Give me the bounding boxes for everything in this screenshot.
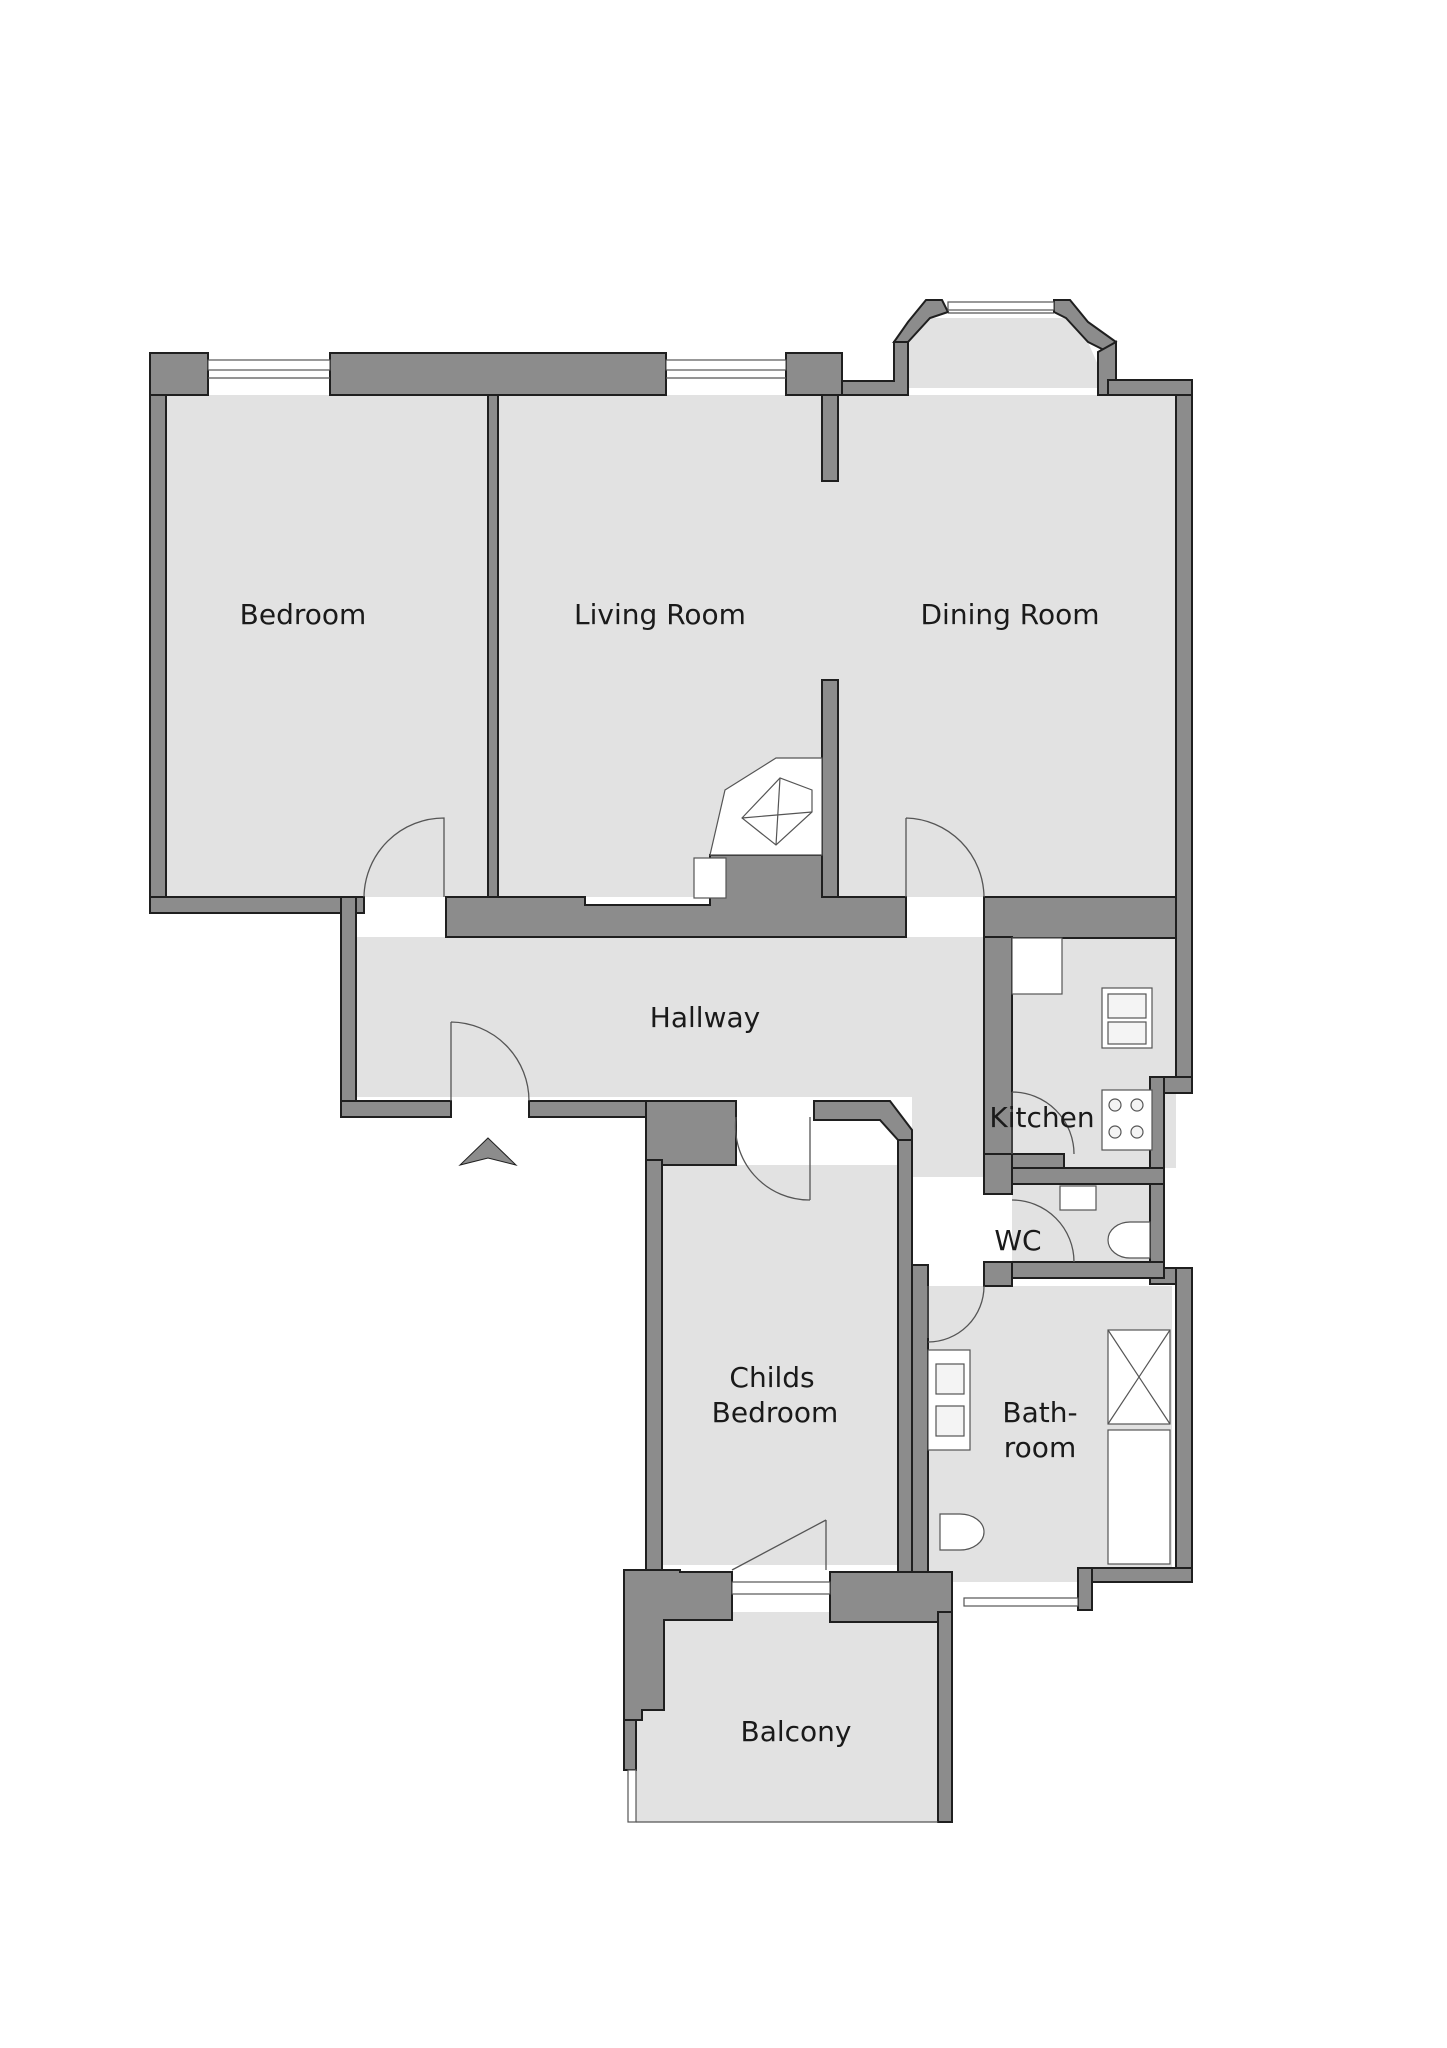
- kitchen-counter: [1011, 937, 1153, 1151]
- door-balcony: [731, 1519, 827, 1571]
- label-bedroom: Bedroom: [240, 598, 367, 631]
- balcony-floor: [636, 1612, 938, 1822]
- label-childs-bedroom-line2: Bedroom: [712, 1396, 839, 1429]
- walls: [149, 299, 1193, 1823]
- window-balcony-rail: [627, 1769, 637, 1823]
- label-hallway: Hallway: [650, 1001, 760, 1034]
- bathtub: [1107, 1429, 1171, 1565]
- bedroom-floor: [166, 395, 488, 897]
- hallway-floor: [356, 937, 984, 1097]
- hob-ring: [1130, 1098, 1144, 1112]
- floor-areas: [166, 318, 1176, 1822]
- fireplace: [693, 757, 823, 899]
- childs-bedroom-floor: [662, 1165, 902, 1565]
- entrance-arrow-icon: [458, 1137, 518, 1166]
- label-wc: WC: [994, 1224, 1041, 1257]
- windows: [207, 301, 1079, 1823]
- door-bathroom: [927, 1285, 985, 1343]
- label-childs-bedroom-line1: Childs: [729, 1361, 814, 1394]
- doors: [363, 817, 1075, 1571]
- bay-window-floor: [908, 318, 1108, 388]
- label-bathroom-line1: Bath-: [1002, 1396, 1077, 1429]
- window-bay: [947, 301, 1055, 311]
- door-kitchen: [1011, 1091, 1075, 1155]
- hob-ring: [1108, 1098, 1122, 1112]
- label-living-room: Living Room: [574, 598, 746, 631]
- bathroom-fixtures: [927, 1329, 1171, 1565]
- window-bedroom: [207, 359, 331, 371]
- wc-fixtures: [1059, 1185, 1151, 1259]
- door-entrance: [450, 1021, 530, 1102]
- door-wc: [1011, 1199, 1075, 1263]
- window-bathroom: [963, 1597, 1079, 1607]
- door-bedroom: [363, 817, 445, 898]
- hallway-lower-floor: [912, 1097, 984, 1177]
- door-dining: [905, 817, 985, 898]
- window-balcony-door: [731, 1581, 831, 1595]
- door-childs-bedroom: [734, 1116, 811, 1201]
- window-living: [665, 359, 787, 371]
- label-dining-room: Dining Room: [920, 598, 1099, 631]
- label-bathroom-line2: room: [1004, 1431, 1076, 1464]
- fixtures: [693, 757, 1171, 1565]
- hob-ring: [1108, 1125, 1122, 1139]
- room-labels: Bedroom Living Room Dining Room Hallway …: [240, 598, 1100, 1748]
- label-kitchen: Kitchen: [989, 1101, 1094, 1134]
- hob-ring: [1130, 1125, 1144, 1139]
- label-balcony: Balcony: [741, 1715, 852, 1748]
